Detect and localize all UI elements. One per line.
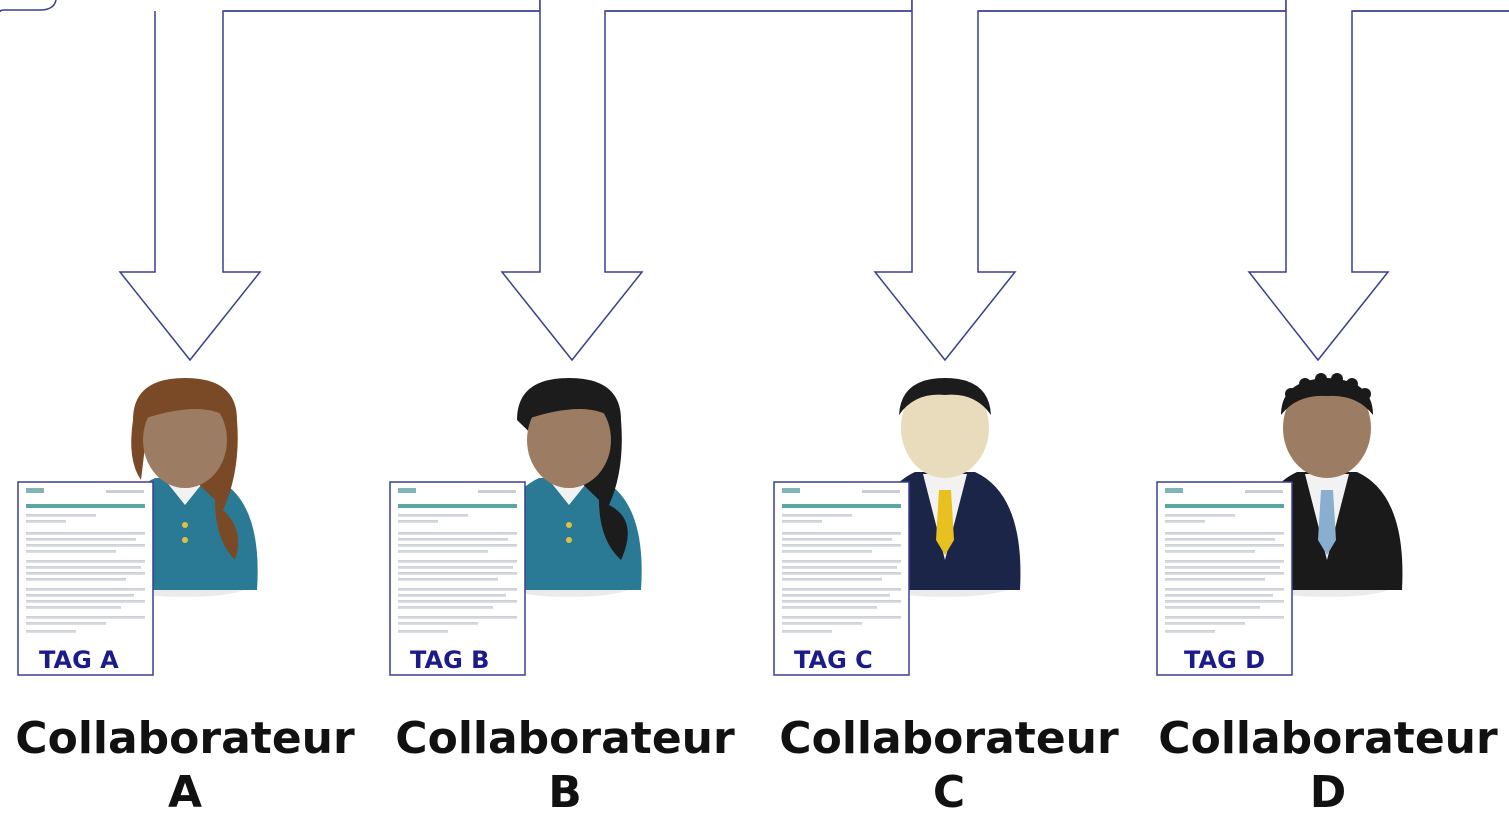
collaborator-letter: D [1309,767,1347,818]
collaborator-name: Collaborateur [1158,713,1498,764]
collaborator-name: Collaborateur [15,713,355,764]
tag-label: TAG A [39,646,119,674]
collaborator-b-label: Collaborateur B [385,712,745,820]
collaborator-letter: A [167,767,203,818]
tag-label: TAG B [410,646,489,674]
collaborator-d-label: Collaborateur D [1148,712,1508,820]
collaborator-name: Collaborateur [779,713,1119,764]
arrow-to-collaborator-d [1247,0,1509,362]
arrow-to-collaborator-c [873,0,1287,362]
top-connector-frame [0,0,57,13]
tag-label: TAG D [1184,646,1265,674]
document-icon: TAG A [17,481,154,676]
female-user-icon [496,378,642,597]
document-icon: TAG B [389,481,526,676]
arrow-to-collaborator-a [118,0,541,362]
collaborator-a-label: Collaborateur A [5,712,365,820]
document-icon: TAG C [773,481,910,676]
collaborator-c-label: Collaborateur C [769,712,1129,820]
collaborator-name: Collaborateur [395,713,735,764]
arrow-to-collaborator-b [500,0,913,362]
tag-label: TAG C [794,646,873,674]
document-icon: TAG D [1156,481,1293,676]
collaborator-letter: B [548,767,582,818]
collaborator-letter: C [932,767,966,818]
